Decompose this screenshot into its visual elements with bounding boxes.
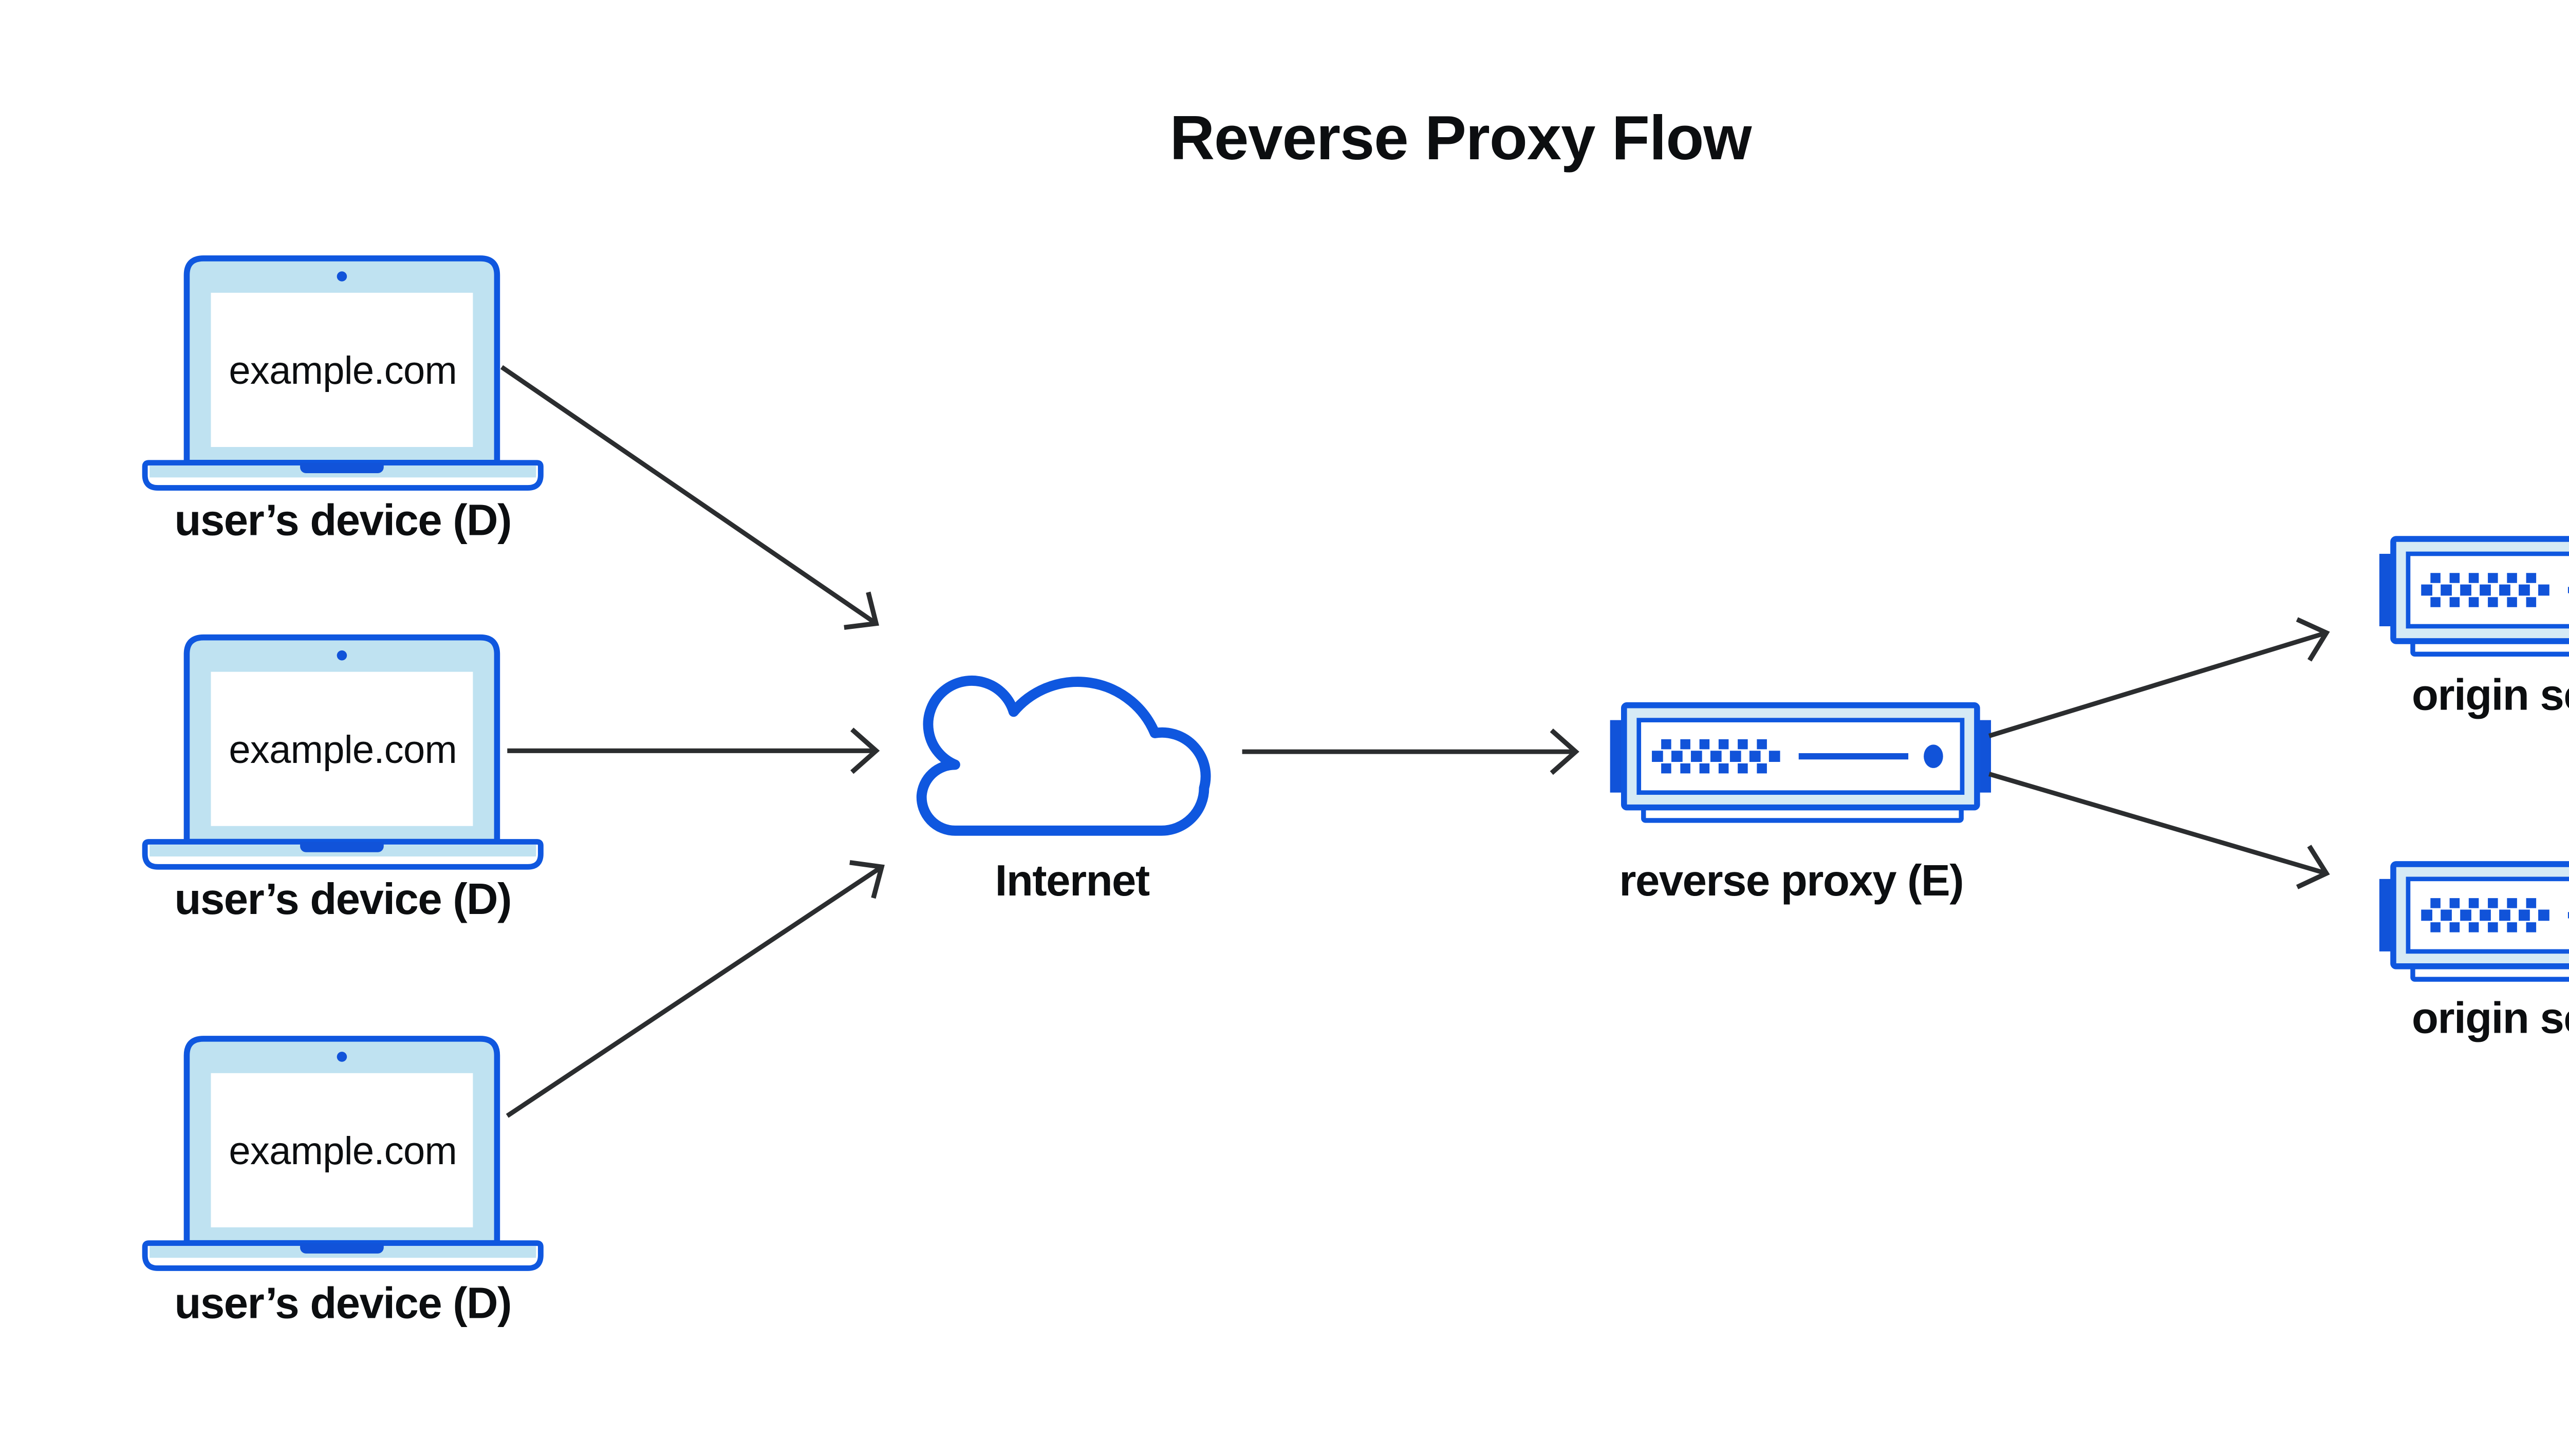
origin-server-node-2: origin server (F) xyxy=(2379,864,2569,1043)
user-device-node-1: example.com user’s device (D) xyxy=(145,258,541,545)
page-title: Reverse Proxy Flow xyxy=(1170,103,1753,173)
reverse-proxy-label: reverse proxy (E) xyxy=(1619,856,1963,905)
device-screen-text: example.com xyxy=(229,349,457,393)
flow-arrows xyxy=(500,365,2330,1118)
internet-node: Internet xyxy=(916,676,1211,905)
rack-server-icon xyxy=(2379,539,2569,654)
arrow-reverse-proxy-to-origin2 xyxy=(1988,772,2330,889)
user-device-node-3: example.com user’s device (D) xyxy=(145,1039,541,1328)
device-label: user’s device (D) xyxy=(175,496,511,545)
rack-server-icon xyxy=(2379,864,2569,979)
device-screen-text: example.com xyxy=(229,728,457,772)
origin-server-node-1: origin server (F) xyxy=(2379,539,2569,719)
arrow-device3-to-internet xyxy=(506,860,885,1118)
device-label: user’s device (D) xyxy=(175,875,511,924)
user-device-node-2: example.com user’s device (D) xyxy=(145,638,541,924)
internet-label: Internet xyxy=(995,856,1150,905)
device-screen-text: example.com xyxy=(229,1129,457,1173)
rack-server-icon xyxy=(1610,705,1991,820)
origin-server-label: origin server (F) xyxy=(2412,994,2569,1043)
reverse-proxy-node: reverse proxy (E) xyxy=(1610,705,1991,905)
cloud-icon xyxy=(916,676,1211,836)
device-label: user’s device (D) xyxy=(175,1279,511,1328)
arrow-device1-to-internet xyxy=(500,365,880,630)
origin-server-label: origin server (F) xyxy=(2412,670,2569,719)
arrow-reverse-proxy-to-origin1 xyxy=(1988,617,2330,738)
